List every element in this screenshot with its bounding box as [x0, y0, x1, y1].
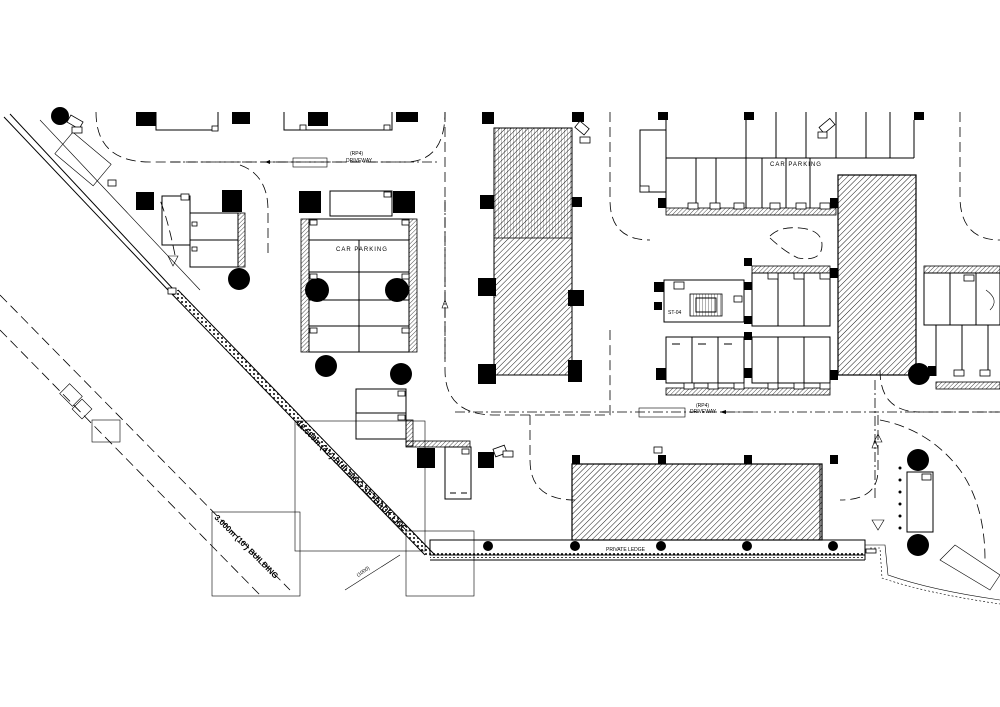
right-ramp — [837, 174, 917, 376]
private-ledge-label: PRIVATE LEDGE — [606, 547, 646, 553]
car-parking-left: CAR PARKING (1000) — [211, 190, 514, 597]
svg-text:DRIVEWAY: DRIVEWAY — [690, 409, 717, 415]
car-parking-label-1: CAR PARKING — [336, 247, 388, 253]
top-left-structures — [51, 107, 418, 295]
setback-large-label: 12.500m (41') BUILDING SETBACK LINE — [295, 419, 409, 533]
setback-small-label: 3.000m (10') BUILDING — [213, 513, 280, 580]
svg-text:DRIVEWAY: DRIVEWAY — [346, 158, 373, 164]
car-parking-right: CAR PARKING — [639, 112, 924, 216]
stair-core: ST-04 — [654, 279, 752, 323]
direction-arrows — [441, 299, 879, 449]
private-ledge: PRIVATE LEDGE — [429, 539, 1000, 605]
bottom-building — [571, 433, 885, 541]
center-ramp — [478, 112, 591, 384]
far-right-parking — [898, 265, 1000, 591]
driveway-bottom: (RP4) DRIVEWAY — [638, 403, 756, 418]
stair-tag: ST-04 — [668, 310, 682, 316]
mid-right-parking — [656, 258, 838, 396]
svg-text:(RP4): (RP4) — [696, 403, 709, 409]
dimension-label: (1000) — [356, 565, 372, 578]
svg-text:(RP4): (RP4) — [350, 151, 363, 157]
setback-lines: 12.500m (41') BUILDING SETBACK LINE 3.00… — [0, 113, 436, 596]
car-parking-label-2: CAR PARKING — [770, 162, 822, 168]
driveway-top: (RP4) DRIVEWAY — [265, 151, 373, 168]
spot-tags — [683, 202, 831, 390]
